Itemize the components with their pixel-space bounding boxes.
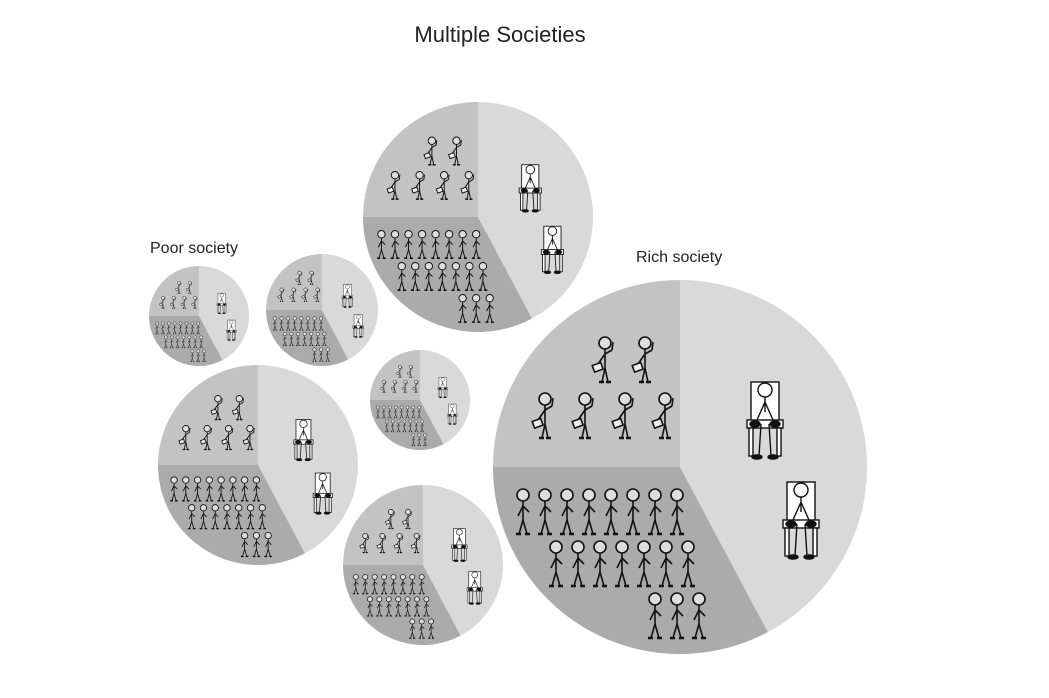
society-pie-society-4 <box>370 350 470 450</box>
society-pie-society-5 <box>158 365 358 565</box>
rich-society-label: Rich society <box>636 249 723 266</box>
diagram-title: Multiple Societies <box>414 22 586 47</box>
society-pie-rich <box>493 280 867 654</box>
society-pie-society-2 <box>266 254 379 366</box>
society-pie-society-3 <box>362 102 593 333</box>
society-pie-poor <box>149 266 249 366</box>
poor-society-label: Poor society <box>150 240 239 257</box>
society-pie-society-6 <box>343 485 503 645</box>
